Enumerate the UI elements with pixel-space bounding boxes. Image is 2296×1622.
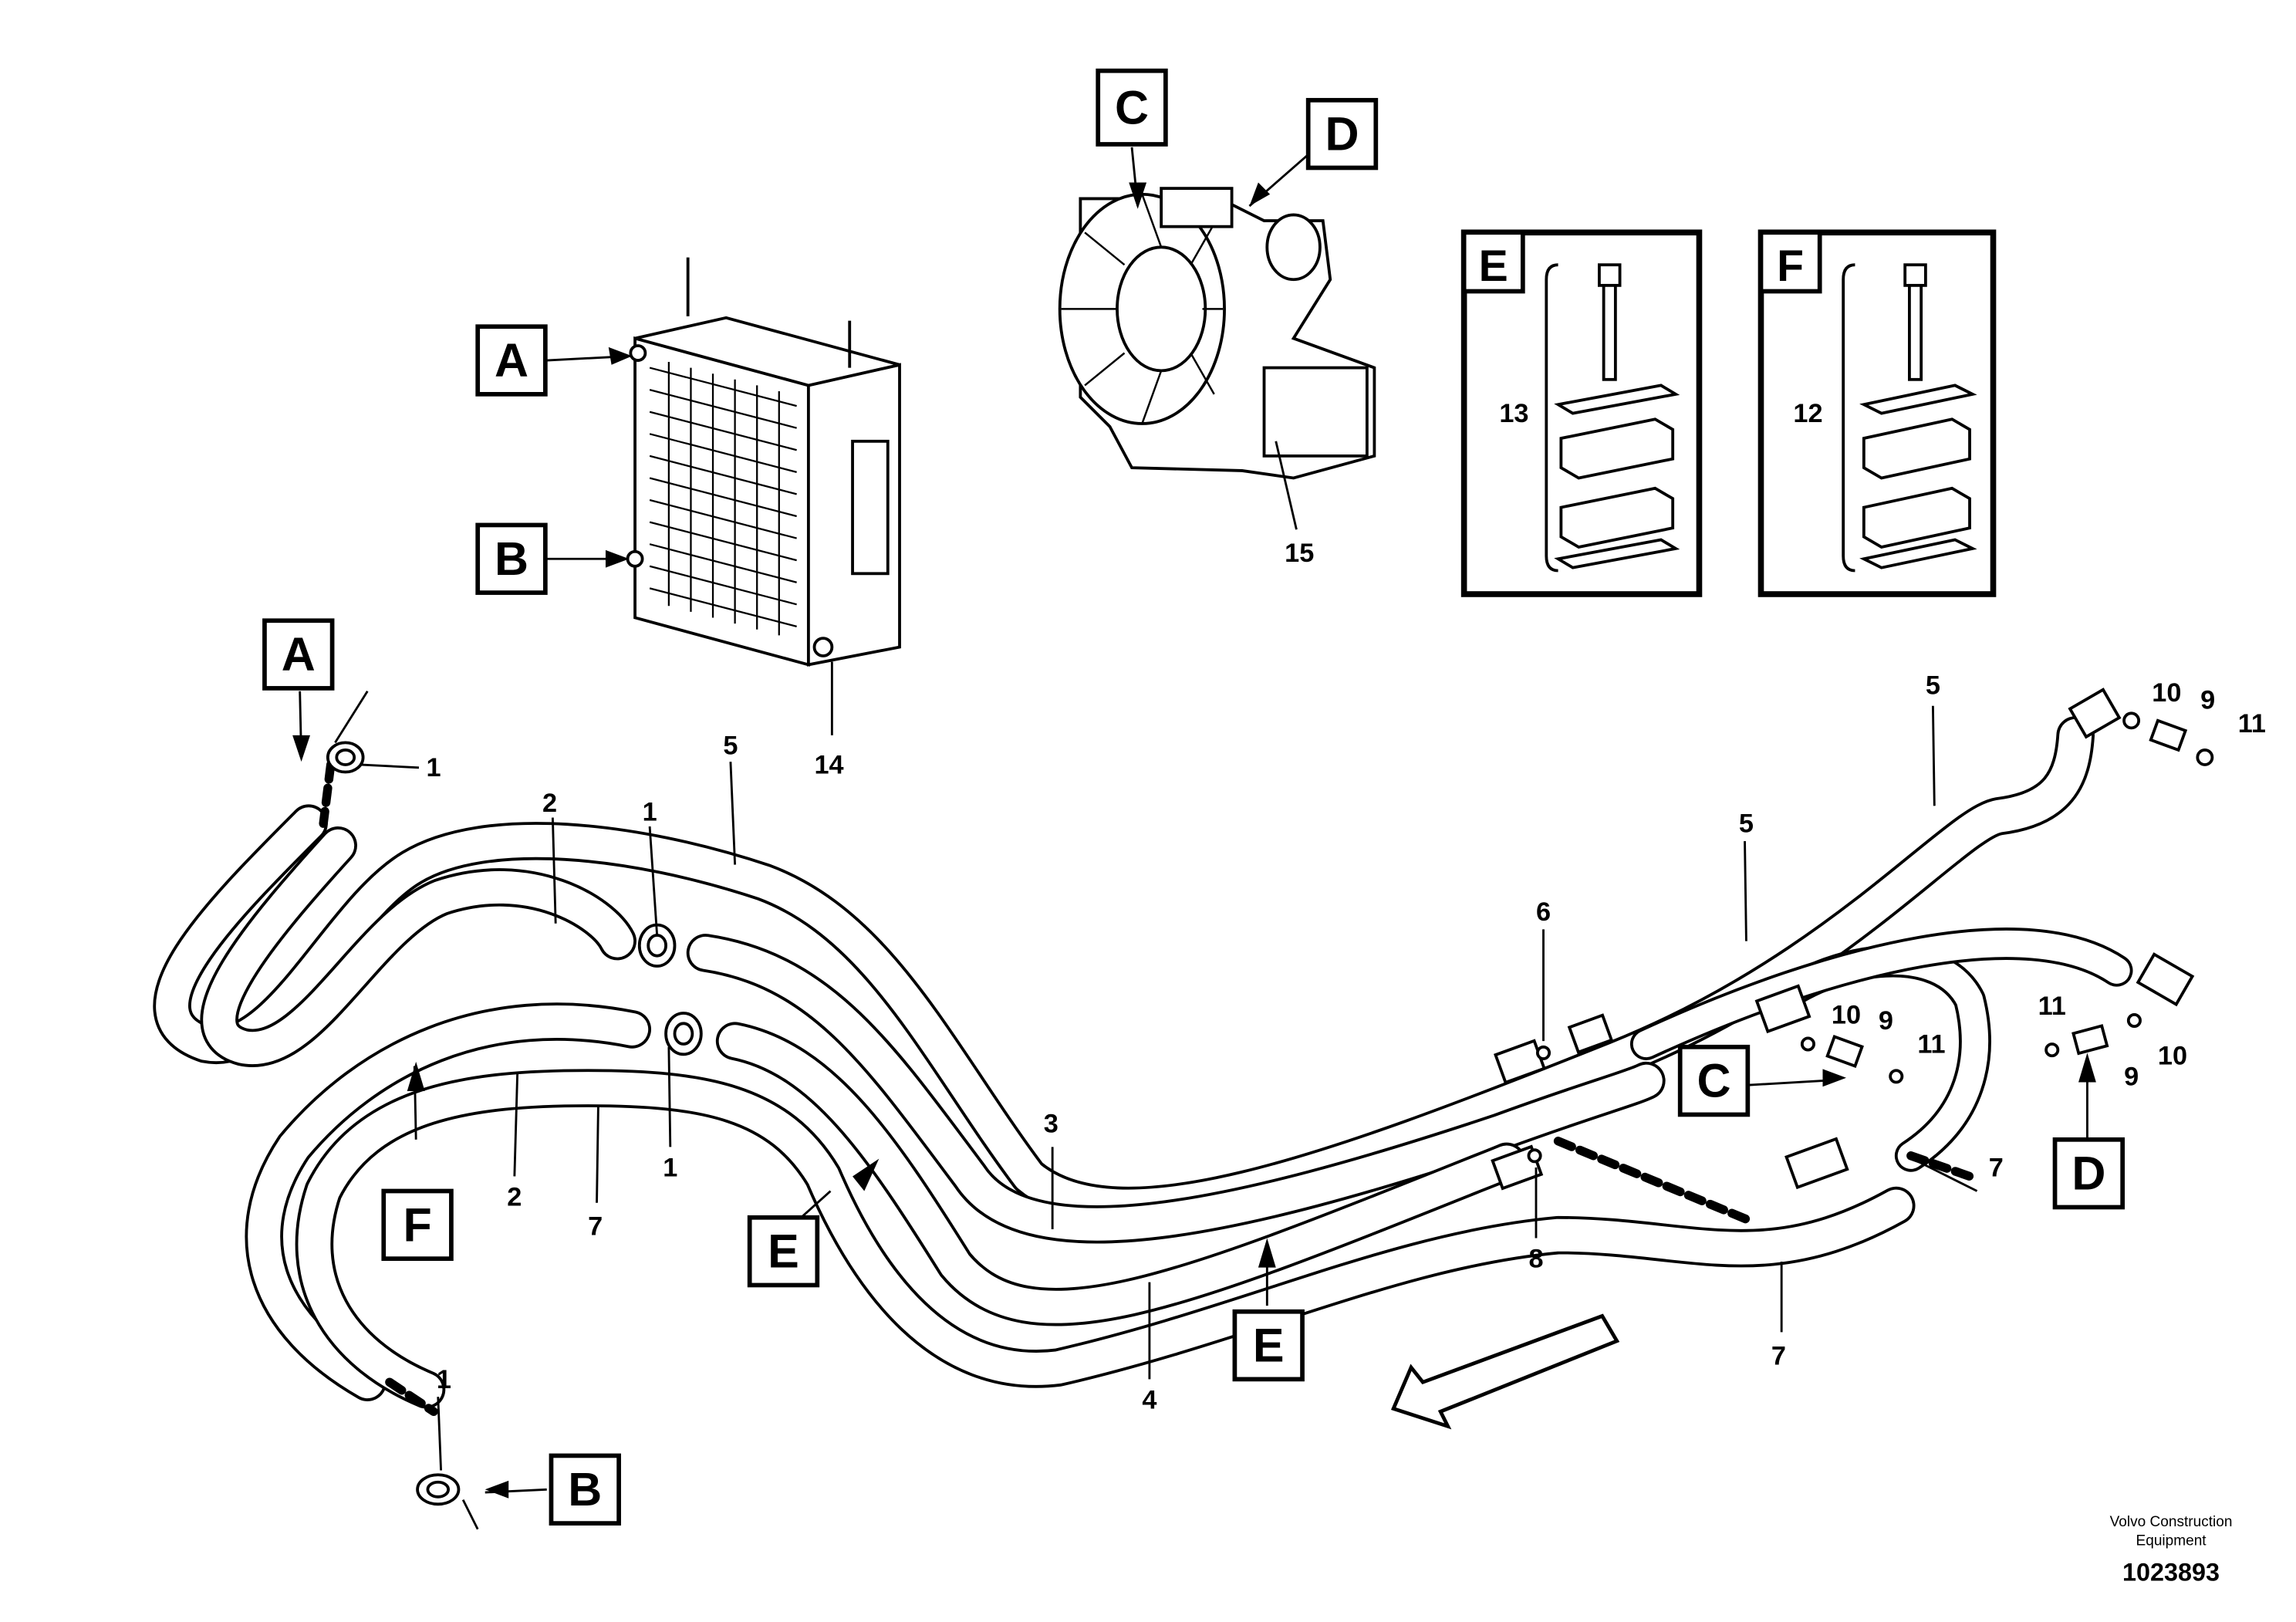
callout-10-a: 10 [2152,678,2181,708]
callout-2-a: 2 [542,789,557,818]
callout-8: 8 [1528,1245,1543,1274]
callout-5-c: 5 [1926,671,1940,701]
inset-f: F 12 [1757,229,1997,597]
callout-9-b: 9 [1879,1006,1893,1036]
letter-e-hose-left: E [768,1225,799,1278]
callout-7-a: 7 [588,1212,603,1242]
letter-c-transmission: C [1115,81,1149,133]
letter-d-transmission: D [1325,108,1359,161]
callout-12: 12 [1793,399,1822,428]
letter-f-inset: F [1777,242,1804,291]
hose-assembly [153,716,2133,1417]
drawing-footer: Volvo Construction Equipment 1023893 [2110,1514,2233,1586]
callout-13: 13 [1499,399,1528,428]
fittings [326,688,2214,1506]
letter-e-hose-center: E [1253,1320,1285,1372]
callout-3: 3 [1044,1109,1059,1138]
travel-direction-arrow [1390,1313,1620,1430]
callout-4: 4 [1142,1385,1156,1414]
oil-cooler-illustration [626,257,901,667]
brand-line-2: Equipment [2136,1533,2207,1549]
callout-1-d: 1 [437,1365,451,1394]
callout-10-b: 10 [1832,1000,1861,1029]
callout-2-b: 2 [507,1183,522,1212]
clamp-a [326,741,365,774]
drawing-number: 1023893 [2122,1558,2220,1586]
clamp-mid-upper [637,923,677,968]
letter-c-hose: C [1697,1055,1731,1107]
letter-b-cooler: B [495,532,528,585]
letter-e-inset: E [1479,242,1508,291]
callout-11-a: 11 [2238,709,2266,738]
callout-9-a: 9 [2200,686,2215,715]
callout-5-a: 5 [723,732,738,761]
transmission-illustration [1058,187,1376,480]
callout-6: 6 [1536,897,1551,927]
letter-a-hose: A [282,628,316,681]
inset-e: E 13 [1460,229,1703,597]
callout-11-c: 11 [2038,992,2066,1021]
letter-a-cooler: A [495,334,528,387]
letter-f-hose: F [403,1198,431,1251]
callout-14: 14 [814,750,843,779]
clamp-b [416,1473,461,1506]
callout-1-c: 1 [663,1153,677,1182]
callout-11-b: 11 [1917,1029,1945,1059]
pointer-arrowheads [292,182,2096,1499]
hose-5-upper [1629,928,2133,1060]
callout-1-a: 1 [427,753,441,782]
brand-line-1: Volvo Construction [2110,1514,2233,1530]
hose-4 [245,1002,1526,1401]
hose-3 [200,826,1666,1244]
clamp-mid-lower [664,1012,703,1056]
callout-10-c: 10 [2158,1042,2187,1071]
letter-b-hose: B [568,1463,602,1516]
callout-15: 15 [1285,539,1314,568]
callout-5-b: 5 [1739,809,1754,839]
callout-7-c: 7 [1771,1341,1786,1370]
callout-7-b: 7 [1989,1153,2004,1182]
callout-9-c: 9 [2124,1062,2139,1091]
callout-1-b: 1 [643,797,657,826]
letter-d-hose: D [2071,1147,2105,1200]
